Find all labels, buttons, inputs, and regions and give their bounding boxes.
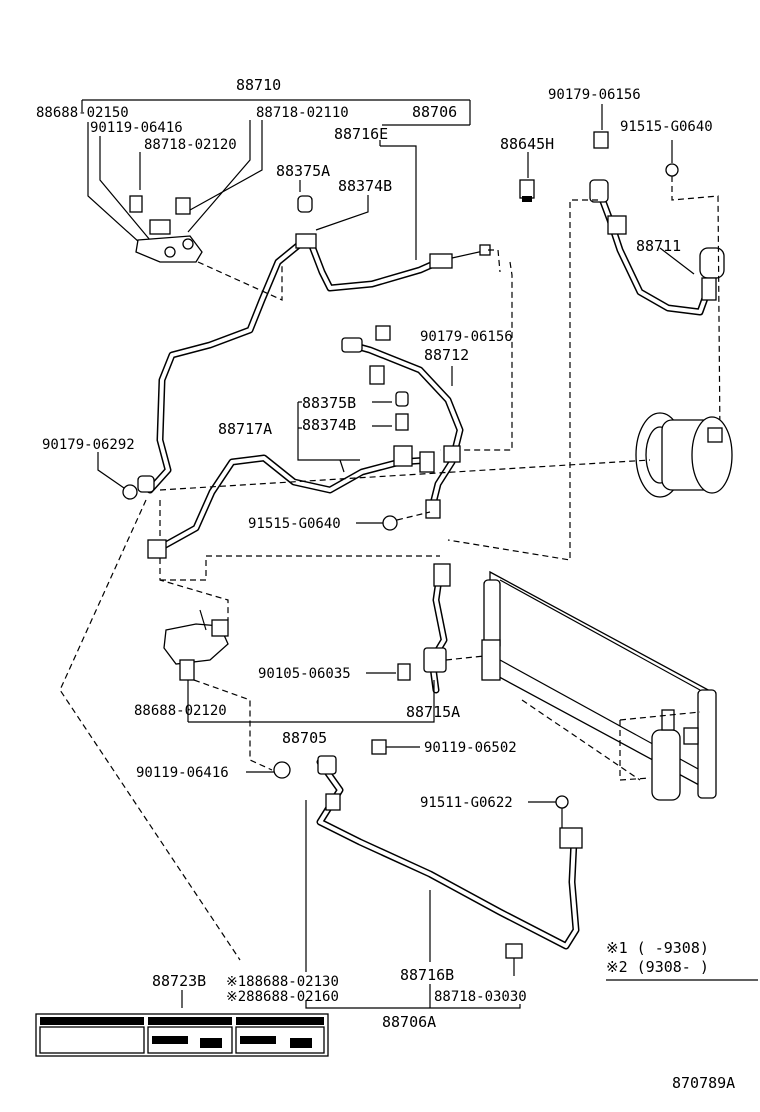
label-90119-06502: 90119-06502 [424,740,517,756]
label-88716E: 88716E [334,125,388,143]
bolt-90119-06416-icon [129,195,143,213]
label-88712: 88712 [424,346,469,364]
bolt-88688-02120-icon [179,659,195,681]
label-90179-06156-mid: 90179-06156 [420,329,513,345]
dashed-leaders-left [59,459,651,961]
connector-icon [429,253,453,269]
o-ring-91515-G0640-mid [356,511,431,531]
label-90179-06292: 90179-06292 [42,437,135,453]
label-91515-G0640-mid: 91515-G0640 [248,516,341,532]
label-88688-02150: 88688-02150 [36,105,129,121]
label-88715A: 88715A [406,703,460,721]
label-88375B: 88375B [302,394,356,412]
label-88718-02120: 88718-02120 [144,137,237,153]
fitting-88375A-icon [295,233,317,249]
label-88706A: 88706A [382,1013,436,1031]
pipe-88717A [147,391,435,559]
dashed-leaders-top [197,249,513,451]
clamp-90179-06292 [97,452,155,500]
suction-hose-88710 [146,195,491,494]
muffler-icon [699,247,725,279]
bolt-90119-06416-low [246,761,291,779]
pipe-88712 [341,325,464,519]
label-88688-02160: ※288688-02160 [226,989,339,1005]
bracket-88705 [163,609,273,771]
label-90119-06416-top: 90119-06416 [90,120,183,136]
label-88688-02120: 88688-02120 [134,703,227,719]
label-88723B: 88723B [152,972,206,990]
label-90179-06156-top: 90179-06156 [548,87,641,103]
bolt-head-icon [273,761,291,779]
compressor-icon [635,412,733,498]
bottom-bracket-lines [181,984,521,1009]
pressure-sensor-88645H [519,179,535,202]
bracket-88710 [129,195,203,263]
o-ring-91515-icon [665,163,679,177]
valve-cap-icon [297,195,313,213]
part-labels: 88710 88688-02150 88718-02110 88706 9011… [36,76,735,1092]
label-88710: 88710 [236,76,281,94]
label-88716B: 88716B [400,966,454,984]
label-90119-06416-low: 90119-06416 [136,765,229,781]
label-88711: 88711 [636,237,681,255]
top-bracket-lines [81,99,529,260]
label-88717A: 88717A [218,420,272,438]
label-88645H: 88645H [500,135,554,153]
label-88705: 88705 [282,729,327,747]
legend-note-2: ※2 (9308- ) [606,958,709,976]
o-ring-91511-icon [555,795,569,809]
label-90105-06035: 90105-06035 [258,666,351,682]
pipe-88716B [305,755,583,976]
bolt-icon [371,739,387,755]
bolt-90105-06035-icon [397,663,411,681]
label-88375A: 88375A [276,162,330,180]
legend-note-1: ※1 ( -9308) [606,939,709,957]
clamp-88718-03030-icon [505,943,523,959]
label-88718-03030: 88718-03030 [434,989,527,1005]
bolt-90119-06502 [371,739,420,755]
label-88718-02110: 88718-02110 [256,105,349,121]
receiver-icon [651,729,681,801]
pipe-88715A [187,563,485,723]
sensor-icon [519,179,535,199]
label-91511-G0622: 91511-G0622 [420,795,513,811]
label-88688-02130: ※188688-02130 [226,974,339,990]
nut-90179-06156-mid-icon [375,325,391,341]
caution-label-icon [35,1013,329,1057]
label-88374B-2: 88374B [302,416,356,434]
label-88374B: 88374B [338,177,392,195]
diagram-code: 870789A [672,1074,735,1092]
condenser-icon [481,570,717,801]
label-88706: 88706 [412,103,457,121]
nut-90179-06156-icon [593,131,609,149]
discharge-hose-88711 [447,104,725,561]
label-91515-G0640-top: 91515-G0640 [620,119,713,135]
